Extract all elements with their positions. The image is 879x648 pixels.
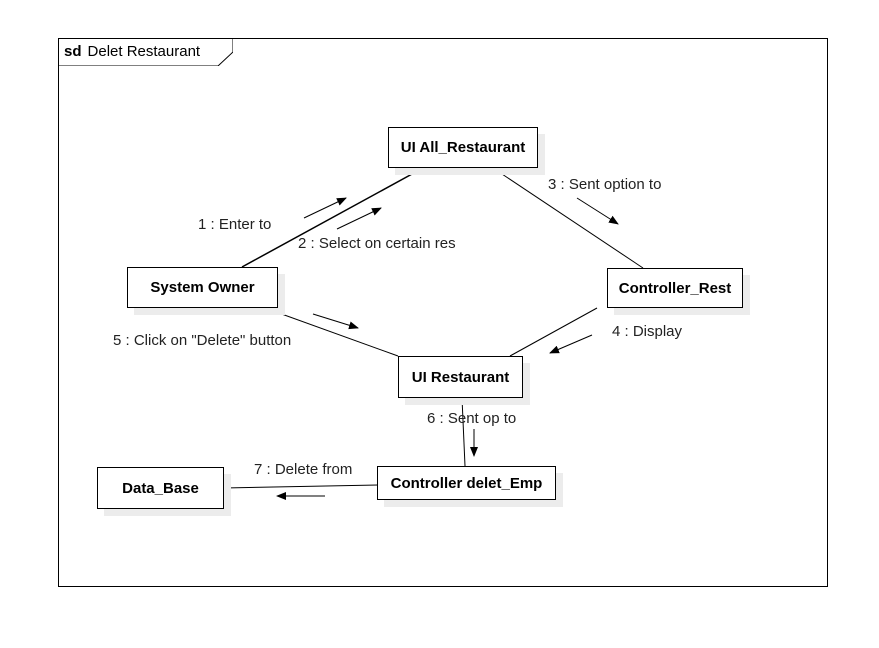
- arrow-msg-4: [549, 334, 593, 354]
- controller-rest-object[interactable]: Controller_Rest: [607, 268, 743, 308]
- sequence-frame: [58, 38, 828, 587]
- link-owner-uiall: [241, 167, 424, 268]
- link-uiall-controller-rest: [492, 167, 644, 269]
- message-label-1: 1 : Enter to: [198, 216, 272, 233]
- link-owner-uirest: [264, 307, 399, 357]
- controller-delet-emp-object[interactable]: Controller delet_Emp: [377, 466, 556, 500]
- data-base-object[interactable]: Data_Base: [97, 467, 224, 509]
- system-owner-object[interactable]: System Owner: [127, 267, 278, 308]
- link-controller-delet-database: [223, 484, 379, 489]
- message-label-7: 7 : Delete from: [254, 461, 353, 478]
- message-label-6: 6 : Sent op to: [427, 410, 517, 427]
- arrow-msg-5: [312, 313, 359, 330]
- ui-restaurant-object[interactable]: UI Restaurant: [398, 356, 523, 398]
- link-uirest-controller-delet: [461, 397, 466, 467]
- frame-title: Delet Restaurant: [87, 43, 201, 60]
- message-label-5: 5 : Click on "Delete" button: [113, 332, 292, 349]
- frame-tab: [58, 38, 233, 66]
- arrow-msg-2: [336, 207, 382, 230]
- frame-label: sd Delet Restaurant: [64, 43, 200, 60]
- message-label-2: 2 : Select on certain res: [298, 235, 456, 252]
- arrow-msg-1: [303, 197, 347, 219]
- ui-all-restaurant-object[interactable]: UI All_Restaurant: [388, 127, 538, 168]
- message-label-4: 4 : Display: [612, 323, 683, 340]
- frame-keyword: sd: [64, 43, 82, 60]
- arrow-msg-3: [576, 197, 619, 225]
- link-controller-rest-uirest: [509, 307, 598, 357]
- message-label-3: 3 : Sent option to: [548, 176, 662, 193]
